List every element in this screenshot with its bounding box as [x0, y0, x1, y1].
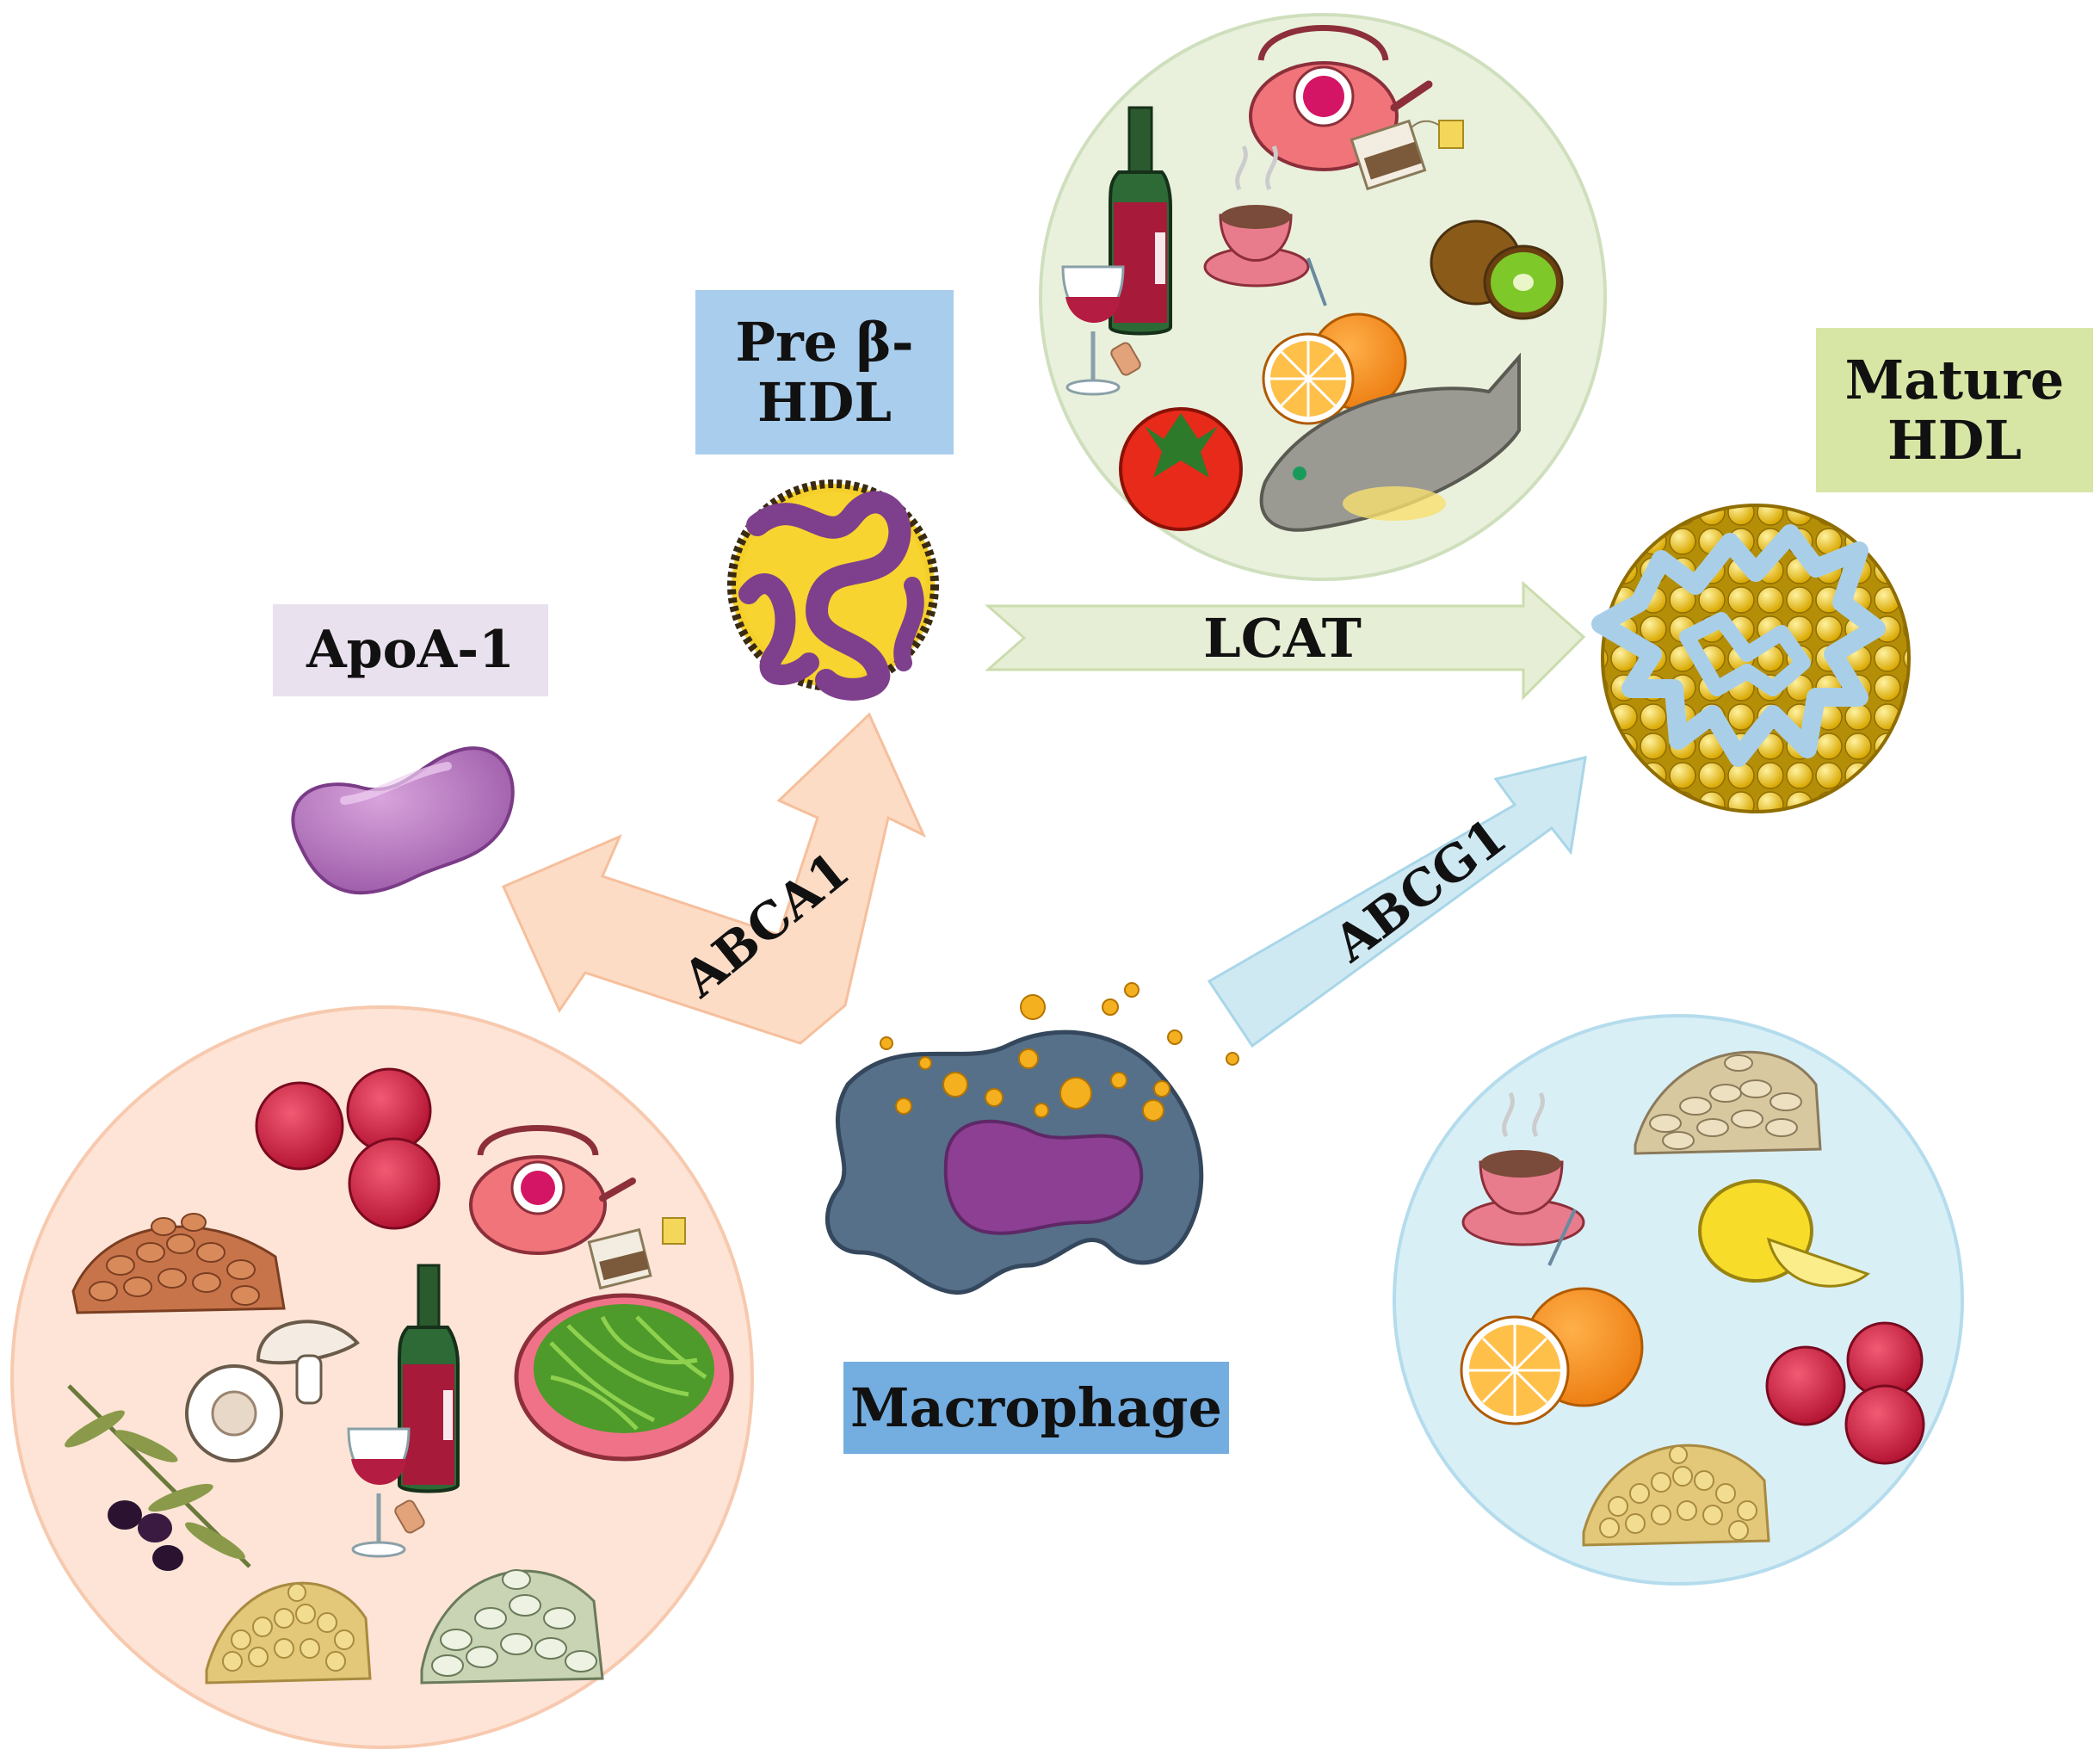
tea-bag-icon: [1350, 119, 1464, 191]
green-beans-bowl-icon: [514, 1293, 734, 1462]
wine-glass-icon: [1061, 265, 1141, 396]
chickpeas-icon: [1582, 1444, 1770, 1547]
macrophage-label: Macrophage: [843, 1362, 1229, 1454]
wine-bottle-icon: [398, 1264, 460, 1493]
lcat-arrow: [985, 580, 1586, 701]
pre-beta-hdl-particle-icon: [727, 479, 939, 701]
white-beans-icon: [420, 1569, 604, 1685]
apoa1-label: ApoA-1: [273, 604, 548, 696]
lemon-icon: [1698, 1179, 1871, 1288]
mushroom-icon: [185, 1320, 360, 1462]
mature-hdl-label: Mature HDL: [1816, 328, 2093, 492]
tomato-icon: [1119, 407, 1243, 531]
tea-bag-icon: [587, 1217, 686, 1290]
tea-cup-icon: [1203, 145, 1327, 306]
orange-icon: [1262, 312, 1407, 425]
chickpeas-icon: [205, 1581, 372, 1685]
abca1-arrow: [502, 712, 927, 1045]
prebeta-hdl-label-line1: Pre β-: [735, 311, 914, 374]
olive-branch-icon: [65, 1384, 251, 1571]
kiwi-icon: [1430, 219, 1564, 320]
apoa1-label-box: [273, 604, 548, 696]
abcg1-arrow: [1207, 756, 1587, 1048]
macrophage-label-text: Macrophage: [850, 1376, 1222, 1439]
macrophage-cell-icon: [825, 982, 1239, 1295]
raspberry-icon: [255, 1067, 441, 1230]
macrophage-label-box: [843, 1362, 1229, 1454]
wine-bottle-icon: [1109, 106, 1172, 336]
apoa1-label-text: ApoA-1: [306, 619, 515, 680]
wine-glass-icon: [347, 1427, 425, 1558]
oats-icon: [1634, 1050, 1822, 1155]
mature-hdl-label-line2: HDL: [1887, 408, 2022, 472]
mature-hdl-particle-icon: [1591, 504, 1911, 813]
prebeta-hdl-label-box: [695, 290, 954, 454]
orange-icon: [1460, 1287, 1644, 1425]
raspberry-icon: [1765, 1321, 1925, 1465]
tea-cup-icon: [1461, 1091, 1585, 1266]
prebeta-hdl-label: Pre β- HDL: [695, 290, 954, 454]
mature-hdl-label-box: [1816, 328, 2093, 492]
beans-icon: [71, 1213, 286, 1314]
mature-hdl-label-line1: Mature: [1844, 349, 2065, 412]
teapot-icon: [469, 1125, 636, 1255]
apoa1-protein-icon: [291, 746, 515, 895]
prebeta-hdl-label-line2: HDL: [757, 370, 892, 434]
lcat-arrow-label: LCAT: [1203, 607, 1362, 670]
fish-icon: [1259, 352, 1521, 532]
